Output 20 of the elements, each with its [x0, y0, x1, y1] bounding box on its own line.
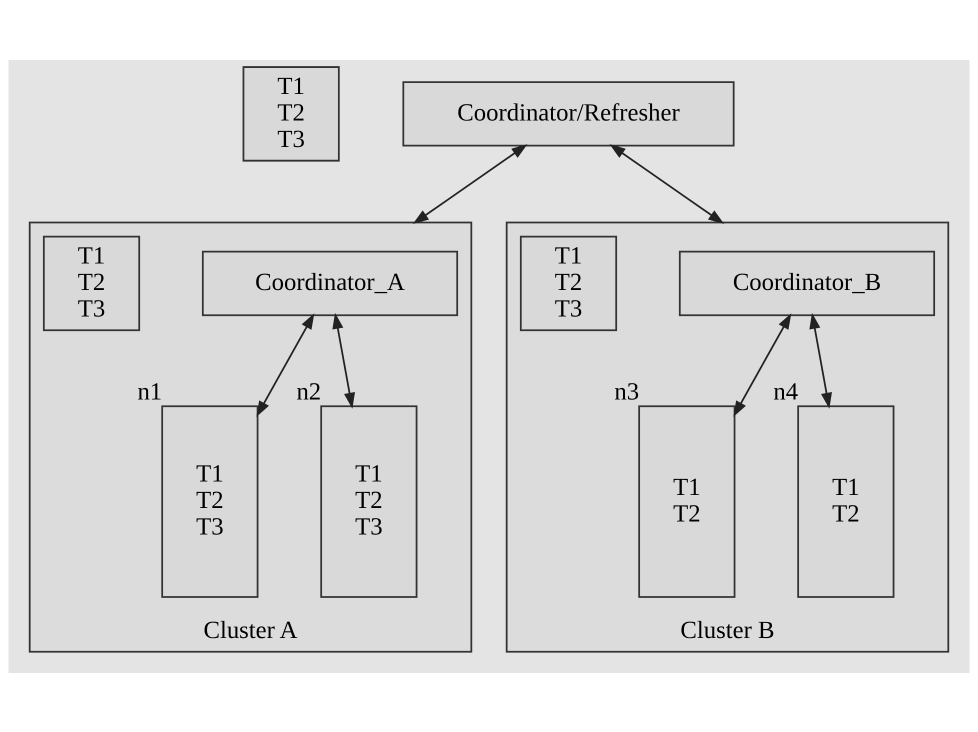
node-box: T1 T2 T3	[161, 404, 258, 598]
node-box: T1 T2 T3	[42, 235, 140, 331]
node-label: n2	[296, 378, 322, 406]
arrow	[332, 312, 356, 408]
arrow	[412, 144, 528, 224]
arrow	[256, 312, 314, 416]
node-box: Coordinator_A	[202, 250, 458, 316]
node-box: T1 T2 T3	[242, 66, 340, 162]
arrow	[809, 312, 832, 408]
node-label: n3	[614, 378, 640, 406]
node-box: T1 T2 T3	[320, 404, 418, 598]
node-box: Coordinator/Refresher	[402, 80, 735, 146]
node-box: T1 T2	[797, 404, 894, 598]
node-box: T1 T2 T3	[520, 235, 618, 331]
node-label: n1	[137, 378, 162, 406]
arrow	[733, 312, 792, 416]
arrow	[610, 144, 724, 224]
node-box: Coordinator_B	[678, 250, 936, 316]
node-box: T1 T2	[638, 404, 736, 598]
node-label: n4	[773, 378, 798, 406]
